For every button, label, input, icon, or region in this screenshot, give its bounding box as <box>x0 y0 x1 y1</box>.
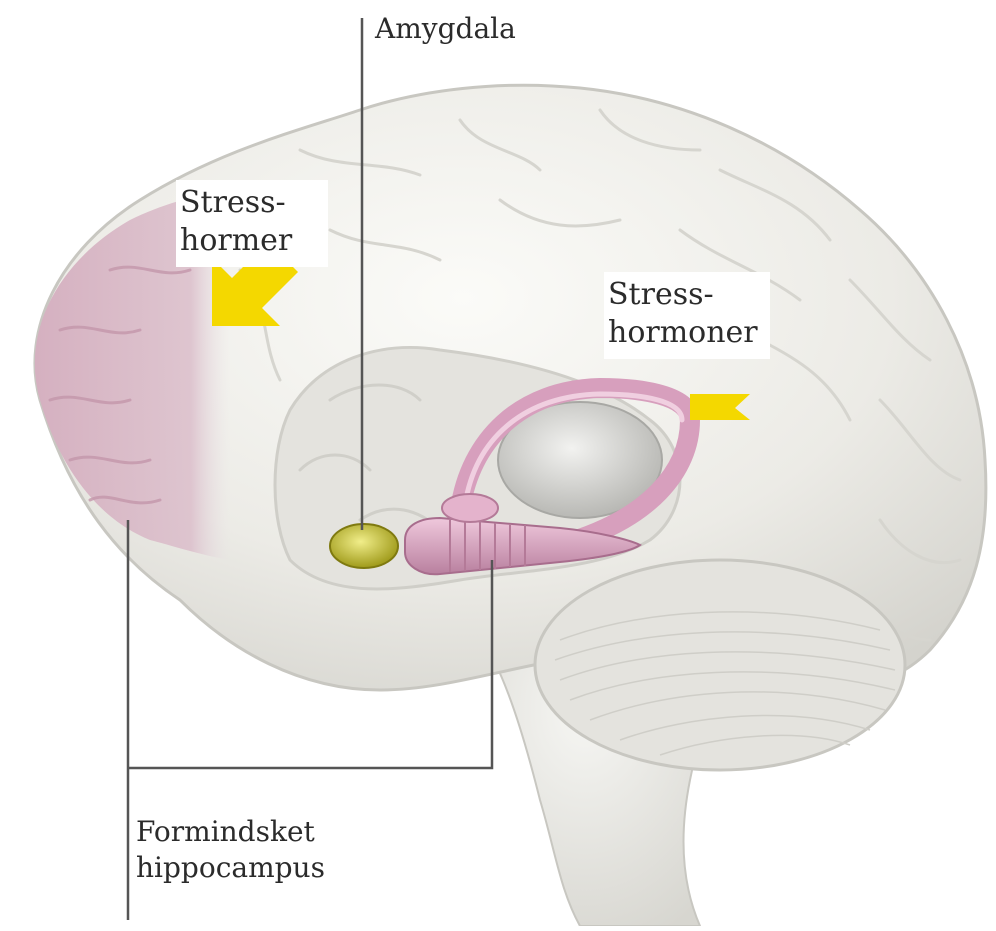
stress-right-line-1: Stress- <box>608 276 758 314</box>
hippocampus-line-2: hippocampus <box>136 850 325 886</box>
stress-hormones-label-left: Stress- hormer <box>176 180 328 267</box>
amygdala-label: Amygdala <box>371 12 520 45</box>
hippocampus-label: Formindsket hippocampus <box>132 812 329 889</box>
stress-left-line-2: hormer <box>180 222 292 260</box>
cerebellum <box>535 560 905 770</box>
stress-hormones-label-right: Stress- hormoner <box>604 272 770 359</box>
amygdala <box>330 524 398 568</box>
stress-right-line-2: hormoner <box>608 314 758 352</box>
hippocampus-line-1: Formindsket <box>136 814 325 850</box>
stress-left-line-1: Stress- <box>180 184 292 222</box>
